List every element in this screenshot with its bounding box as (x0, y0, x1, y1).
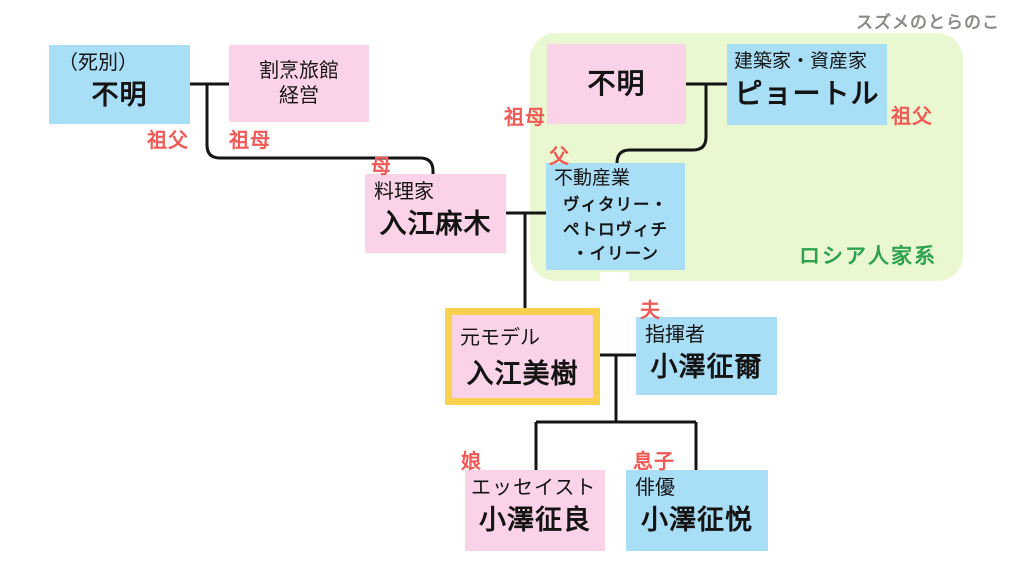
person-name: 不明 (91, 80, 148, 110)
node-maternal-grandfather: （死別） 不明 (49, 45, 190, 124)
relation-label-father: 父 (549, 146, 570, 168)
relation-label-grandmother-left: 祖母 (229, 130, 271, 152)
person-title: 元モデル (460, 327, 540, 349)
child-link-to-father (615, 84, 708, 165)
russian-family-label: ロシア人家系 (799, 245, 937, 268)
person-name-line3: ・イリーン (572, 245, 659, 264)
relation-label-daughter: 娘 (461, 451, 482, 473)
relation-label-son: 息子 (633, 451, 675, 473)
child-link-to-mother (205, 84, 435, 176)
person-name: 小澤征良 (479, 505, 591, 535)
person-note: （死別） (58, 52, 138, 74)
person-name: 入江麻木 (379, 209, 492, 239)
person-name: 入江美樹 (466, 359, 579, 389)
person-title: 指揮者 (645, 324, 705, 346)
person-name-line1: ヴィタリー・ (563, 195, 668, 214)
person-name: 小澤征爾 (650, 352, 763, 382)
person-title: 俳優 (635, 477, 675, 499)
person-name: ピョートル (734, 77, 880, 109)
node-daughter: エッセイスト 小澤征良 (465, 470, 605, 551)
node-subject-highlighted: 元モデル 入江美樹 (445, 308, 600, 405)
watermark-text: スズメのとらのこ (856, 13, 1000, 32)
person-name-line2: ペトロヴィチ (563, 220, 668, 239)
person-title: 不動産業 (554, 168, 631, 189)
relation-label-mother: 母 (371, 156, 392, 178)
person-title: 建築家・資産家 (734, 51, 868, 72)
panel-notch (600, 272, 629, 282)
node-paternal-grandmother: 不明 (547, 44, 686, 124)
node-son: 俳優 小澤征悦 (626, 470, 768, 551)
person-title: 料理家 (374, 181, 434, 203)
node-mother: 料理家 入江麻木 (365, 174, 506, 253)
relation-label-grandfather-right: 祖父 (891, 106, 933, 128)
relation-label-grandfather-left: 祖父 (147, 130, 189, 152)
person-title: エッセイスト (471, 477, 597, 499)
person-name: 小澤征悦 (641, 505, 753, 535)
node-maternal-grandmother: 割烹旅館 経営 (229, 45, 369, 122)
node-husband: 指揮者 小澤征爾 (636, 317, 777, 395)
node-father: 不動産業 ヴィタリー・ ペトロヴィチ ・イリーン (546, 163, 685, 270)
person-title-line1: 割烹旅館 (259, 59, 339, 82)
relation-label-husband: 夫 (640, 300, 661, 322)
person-title-line2: 経営 (279, 84, 319, 107)
node-paternal-grandfather: 建築家・資産家 ピョートル (727, 44, 887, 125)
relation-label-grandmother-right: 祖母 (504, 107, 546, 129)
person-name: 不明 (587, 68, 646, 100)
